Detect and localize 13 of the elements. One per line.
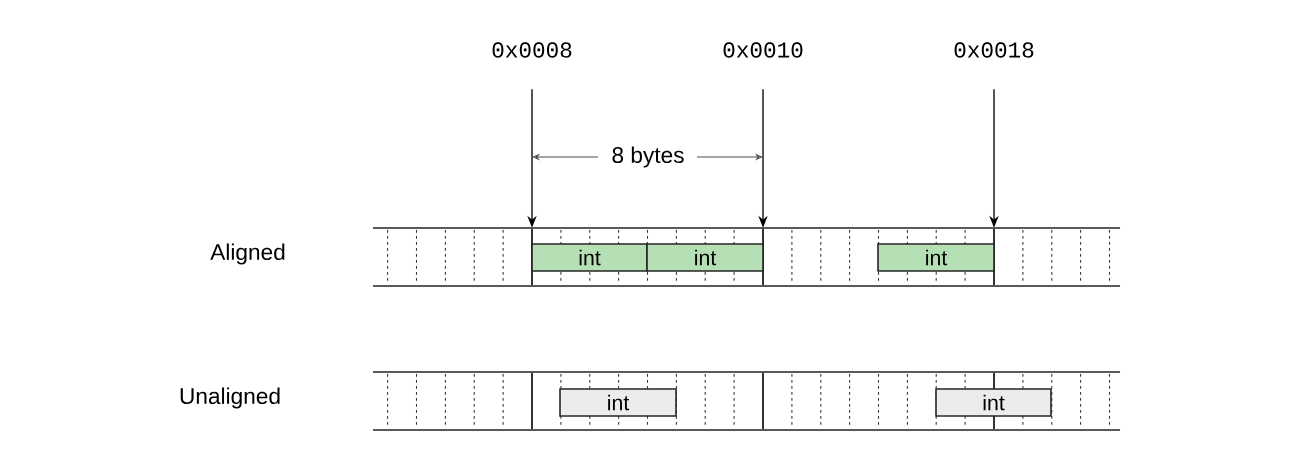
address-label: 0x0008 [492,42,572,58]
address-label: 0x0010 [723,42,803,58]
dimension-label: 8 bytes [612,146,684,168]
memory-row-drawing [372,227,1121,287]
row-label: Unaligned [180,387,280,409]
address-label: 0x0018 [954,42,1034,58]
int-box: int [877,243,995,272]
row-label: Aligned [210,243,285,265]
memory-row-drawing [372,371,1121,431]
int-box: int [935,388,1052,417]
int-box: int [559,388,677,417]
int-box: int [531,243,648,272]
int-box: int [646,243,764,272]
